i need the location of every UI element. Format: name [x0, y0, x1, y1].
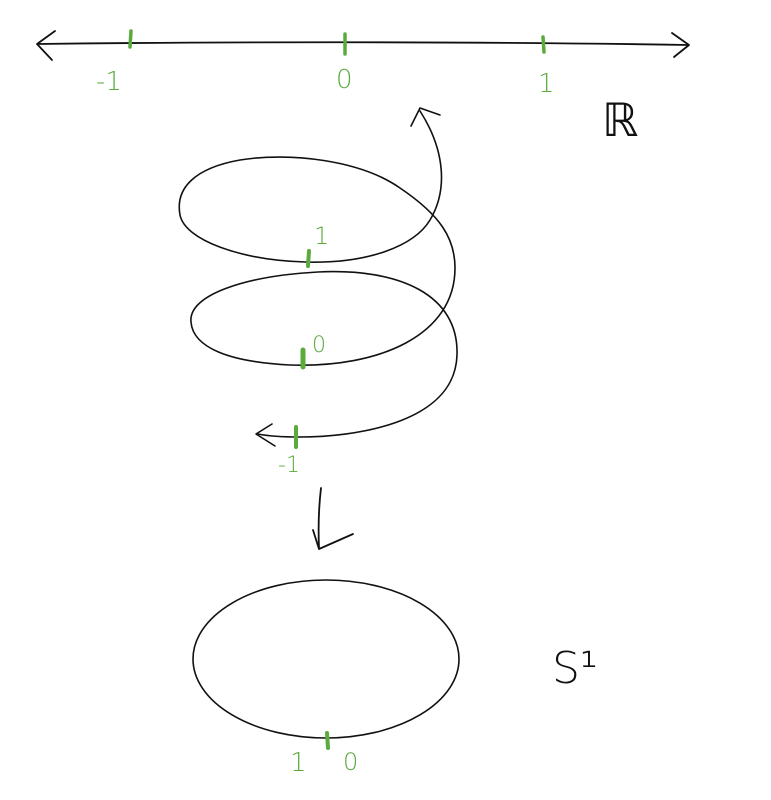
circle-label-zero: 0 — [343, 748, 358, 776]
circle-tick-zero — [325, 731, 330, 750]
circle-name: S¹ — [552, 643, 598, 694]
real-line-axis — [37, 41, 689, 46]
helix-curve — [178, 110, 458, 438]
real-line-label-one: 1 — [538, 69, 555, 99]
real-line-tick-minus-one — [128, 29, 133, 49]
helix: 1 0 -1 — [178, 107, 458, 478]
real-line-name: ℝ — [602, 93, 638, 147]
down-arrow-icon — [312, 487, 354, 550]
helix-label-one: 1 — [314, 222, 329, 250]
helix-bottom-arrowhead — [255, 423, 276, 447]
circle-curve — [192, 579, 460, 739]
helix-tick-one — [306, 249, 311, 268]
real-line-label-minus-one: -1 — [96, 67, 122, 97]
helix-top-arrowhead — [410, 107, 441, 127]
real-line: -1 0 1 ℝ — [36, 29, 690, 147]
real-line-label-zero: 0 — [336, 65, 353, 95]
projection-arrow-shaft — [317, 487, 322, 549]
circle-label-one: 1 — [290, 748, 307, 778]
helix-label-zero: 0 — [312, 333, 326, 358]
helix-label-minus-one: -1 — [278, 453, 300, 478]
real-line-tick-one — [541, 35, 546, 54]
real-line-left-arrowhead — [36, 30, 56, 61]
helix-bottom-tail — [257, 433, 301, 438]
real-line-right-arrowhead — [671, 32, 690, 58]
circle-s1: 1 0 S¹ — [192, 579, 598, 778]
projection-arrow-head — [312, 529, 354, 550]
